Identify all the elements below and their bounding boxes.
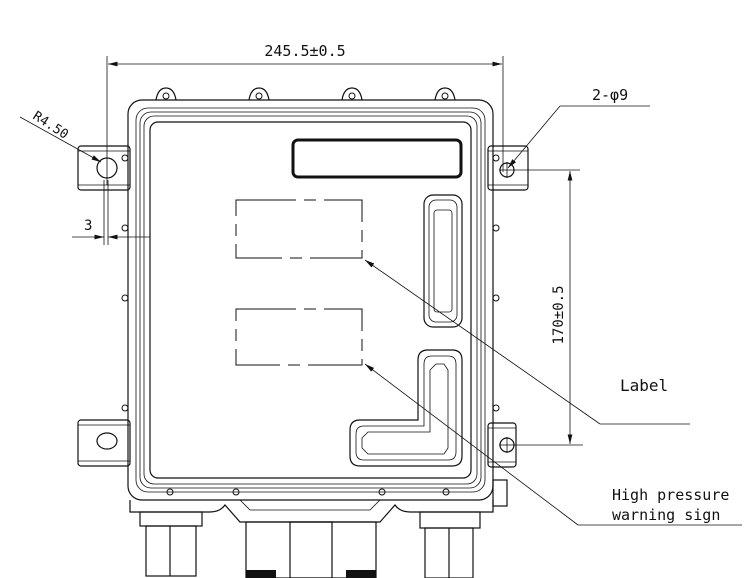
label-area: [235, 199, 363, 259]
radius-callout: R4.50: [19, 109, 102, 163]
wall-dimension: 3: [72, 180, 150, 245]
housing-outline: [121, 87, 500, 523]
wall-text: 3: [84, 218, 92, 234]
mounting-tab-bottom-left: [77, 419, 131, 467]
nameplate-recess: [291, 138, 463, 179]
width-dimension: 245.5±0.5: [106, 42, 504, 185]
label-text: Label: [620, 376, 668, 395]
height-dimension-text: 170±0.5: [551, 285, 567, 344]
mounting-hole: [96, 432, 118, 450]
hole-callout: 2-φ9: [507, 86, 650, 169]
mounting-hole: [96, 157, 118, 179]
hole-text: 2-φ9: [592, 86, 628, 104]
warning-sign-area: [235, 308, 363, 366]
l-shaped-rib: [349, 349, 463, 467]
mounting-tab-top-right: [487, 145, 529, 191]
connectors: [139, 511, 481, 578]
warning-text-line2: warning sign: [612, 506, 720, 524]
width-dimension-text: 245.5±0.5: [264, 42, 345, 60]
warning-text-line1: High pressure: [612, 486, 729, 504]
vertical-rib: [423, 194, 463, 328]
mounting-tab-bottom-right: [487, 422, 517, 507]
height-dimension: 170±0.5: [515, 169, 583, 446]
warning-callout: High pressure warning sign: [364, 363, 742, 526]
label-callout: Label: [364, 259, 690, 425]
